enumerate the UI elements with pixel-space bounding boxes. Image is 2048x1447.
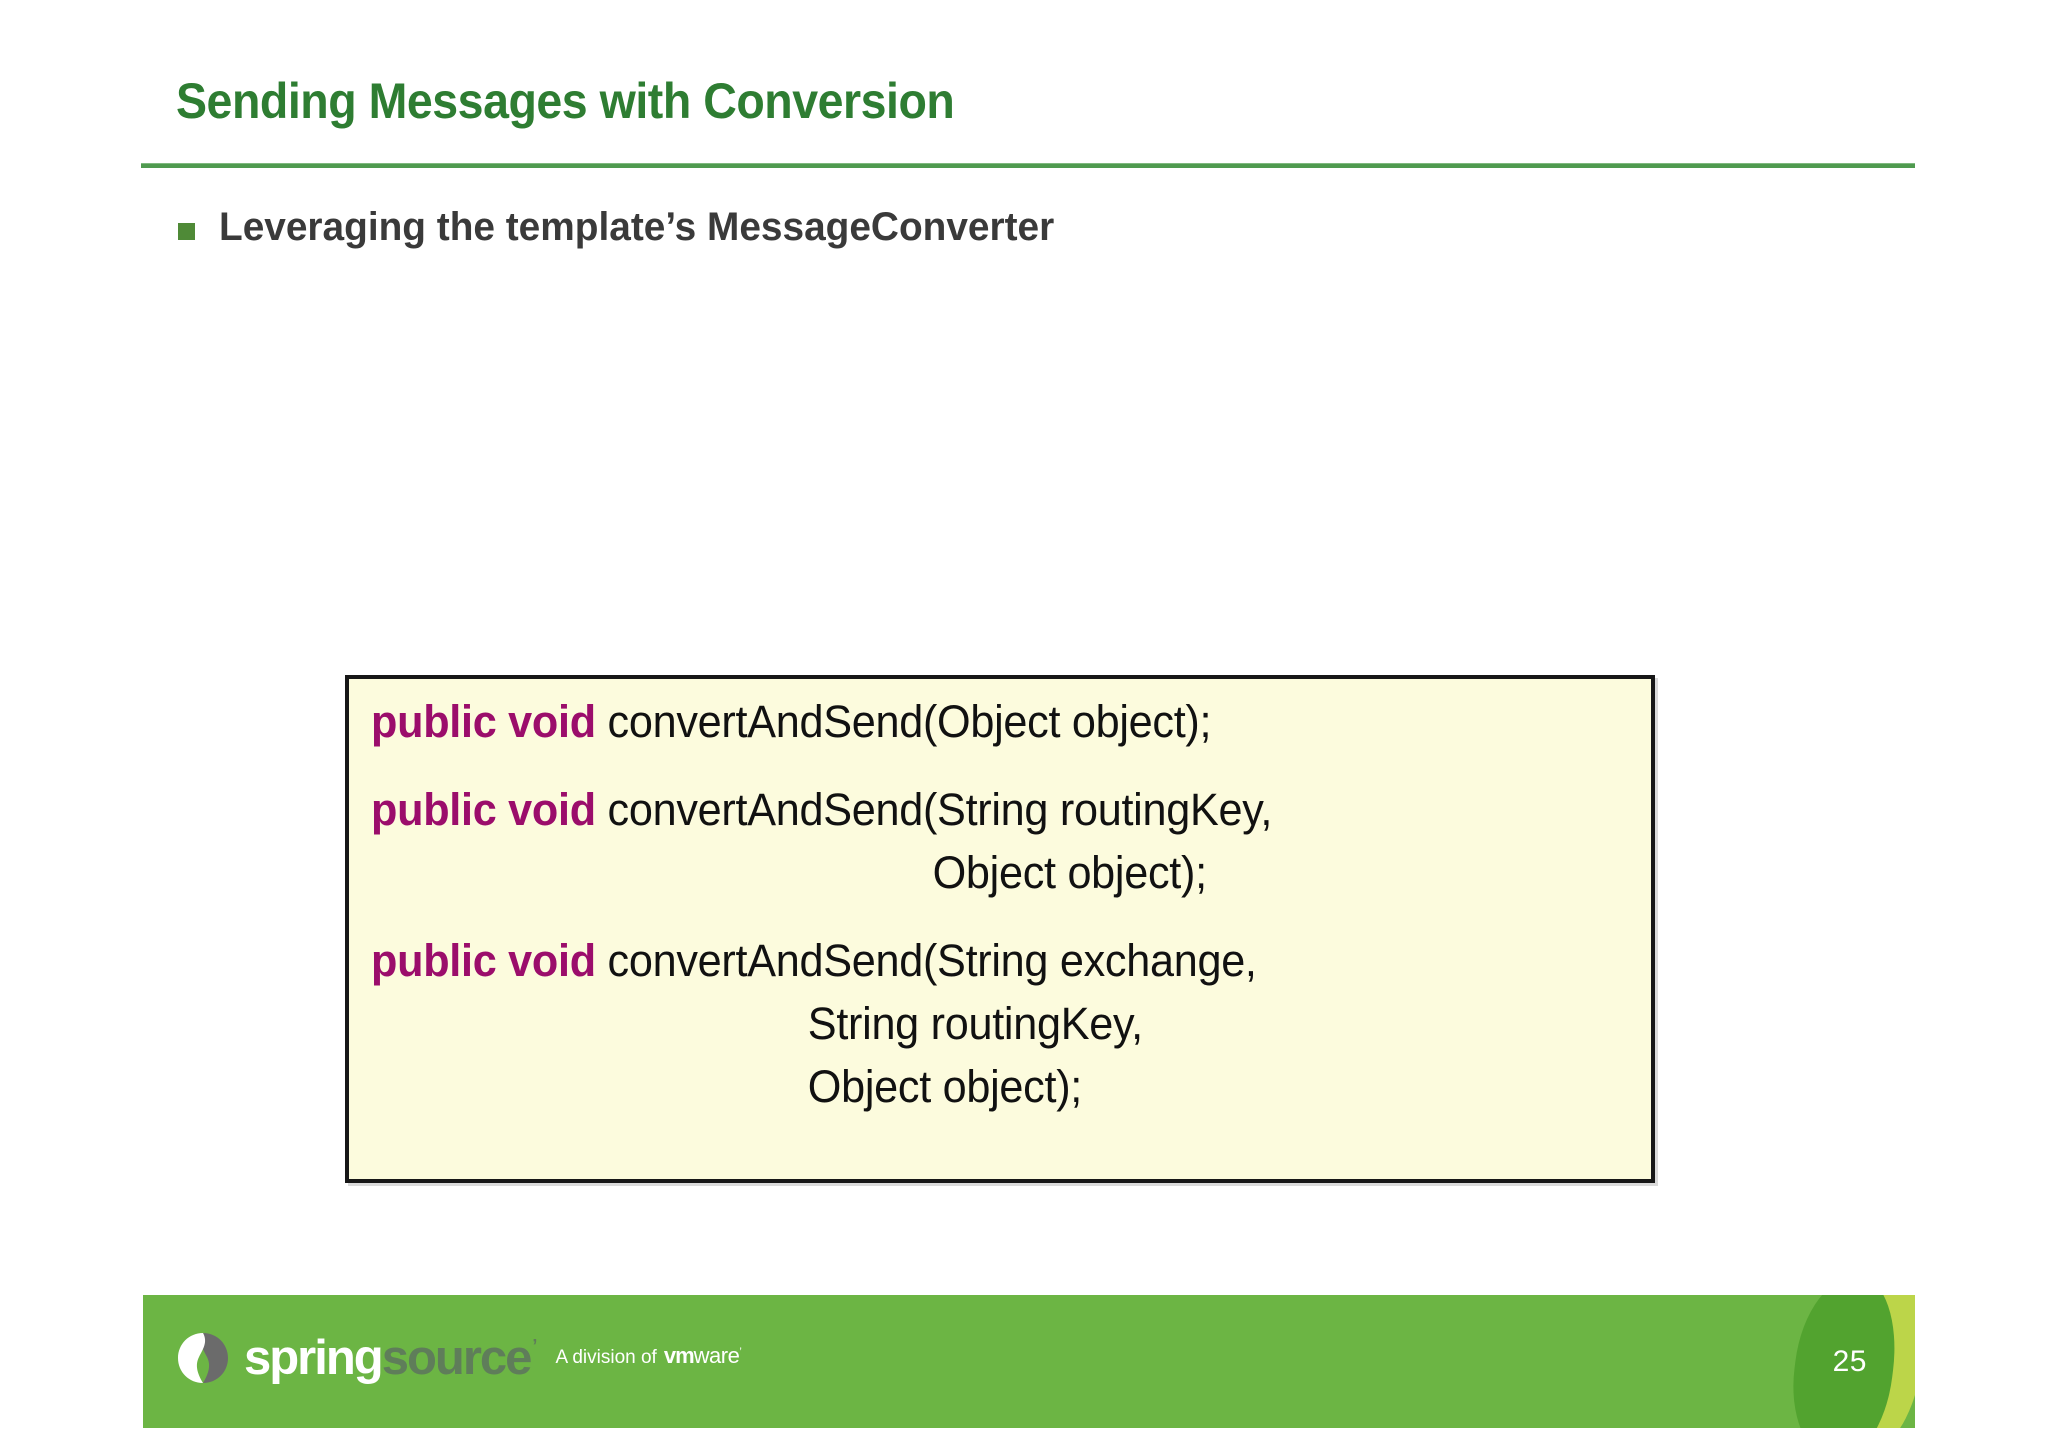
code-spacer: [371, 895, 1643, 938]
bullet-list-item: Leveraging the template’s MessageConvert…: [178, 205, 1080, 249]
keyword-public-void: public void: [371, 696, 596, 747]
wordmark-source: source: [381, 1330, 533, 1385]
page-number: 25: [1832, 1345, 1867, 1378]
square-bullet-icon: [178, 223, 195, 240]
code-signature-text: convertAndSend(String exchange,: [595, 935, 1257, 986]
code-snippet-box: public void convertAndSend(Object object…: [345, 675, 1655, 1183]
code-content: public void convertAndSend(Object object…: [371, 699, 1643, 1109]
bullet-item-label: Leveraging the template’s MessageConvert…: [219, 205, 1055, 249]
code-line: public void convertAndSend(String exchan…: [371, 938, 1592, 983]
page-number-badge: 25: [1765, 1295, 1915, 1428]
vmware-vm: vm: [663, 1343, 695, 1368]
keyword-public-void: public void: [371, 935, 596, 986]
vmware-ware: ware: [693, 1343, 740, 1368]
page-title: Sending Messages with Conversion: [176, 73, 955, 129]
code-line-continuation: String routingKey,: [807, 998, 1143, 1049]
spring-leaf-icon: [176, 1331, 230, 1385]
keyword-public-void: public void: [371, 784, 596, 835]
code-line: public void convertAndSend(String routin…: [371, 787, 1592, 832]
code-signature-text: convertAndSend(Object object);: [595, 696, 1212, 747]
code-line: public void convertAndSend(Object object…: [371, 699, 1592, 744]
code-line-continuation: Object object);: [807, 1061, 1083, 1112]
title-divider: [141, 163, 1915, 168]
code-line-continuation: Object object);: [932, 847, 1208, 898]
wordmark-trademark: ’: [532, 1335, 537, 1356]
vmware-trademark: ’: [739, 1346, 742, 1358]
code-spacer: [371, 744, 1643, 787]
wordmark-spring: spring: [244, 1330, 384, 1385]
division-prefix: A division of: [555, 1347, 657, 1368]
code-signature-text: convertAndSend(String routingKey,: [595, 784, 1273, 835]
